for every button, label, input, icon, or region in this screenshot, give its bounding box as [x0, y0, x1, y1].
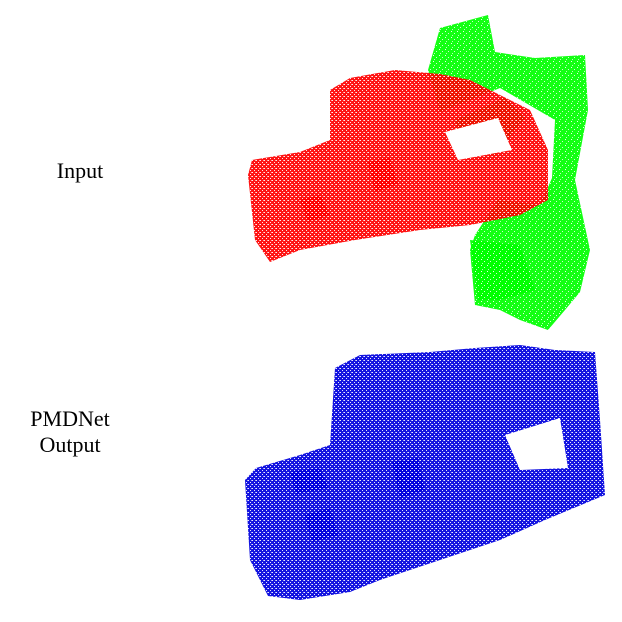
output-label-line1: PMDNet	[30, 406, 110, 431]
output-label-line2: Output	[39, 432, 101, 457]
input-source-cloud	[248, 70, 548, 262]
output-opening	[505, 418, 568, 470]
output-registered-cloud	[245, 345, 605, 600]
input-opening	[445, 118, 512, 160]
output-row-label: PMDNet Output	[10, 406, 130, 458]
input-row-label: Input	[20, 158, 140, 184]
input-label-text: Input	[56, 158, 104, 183]
